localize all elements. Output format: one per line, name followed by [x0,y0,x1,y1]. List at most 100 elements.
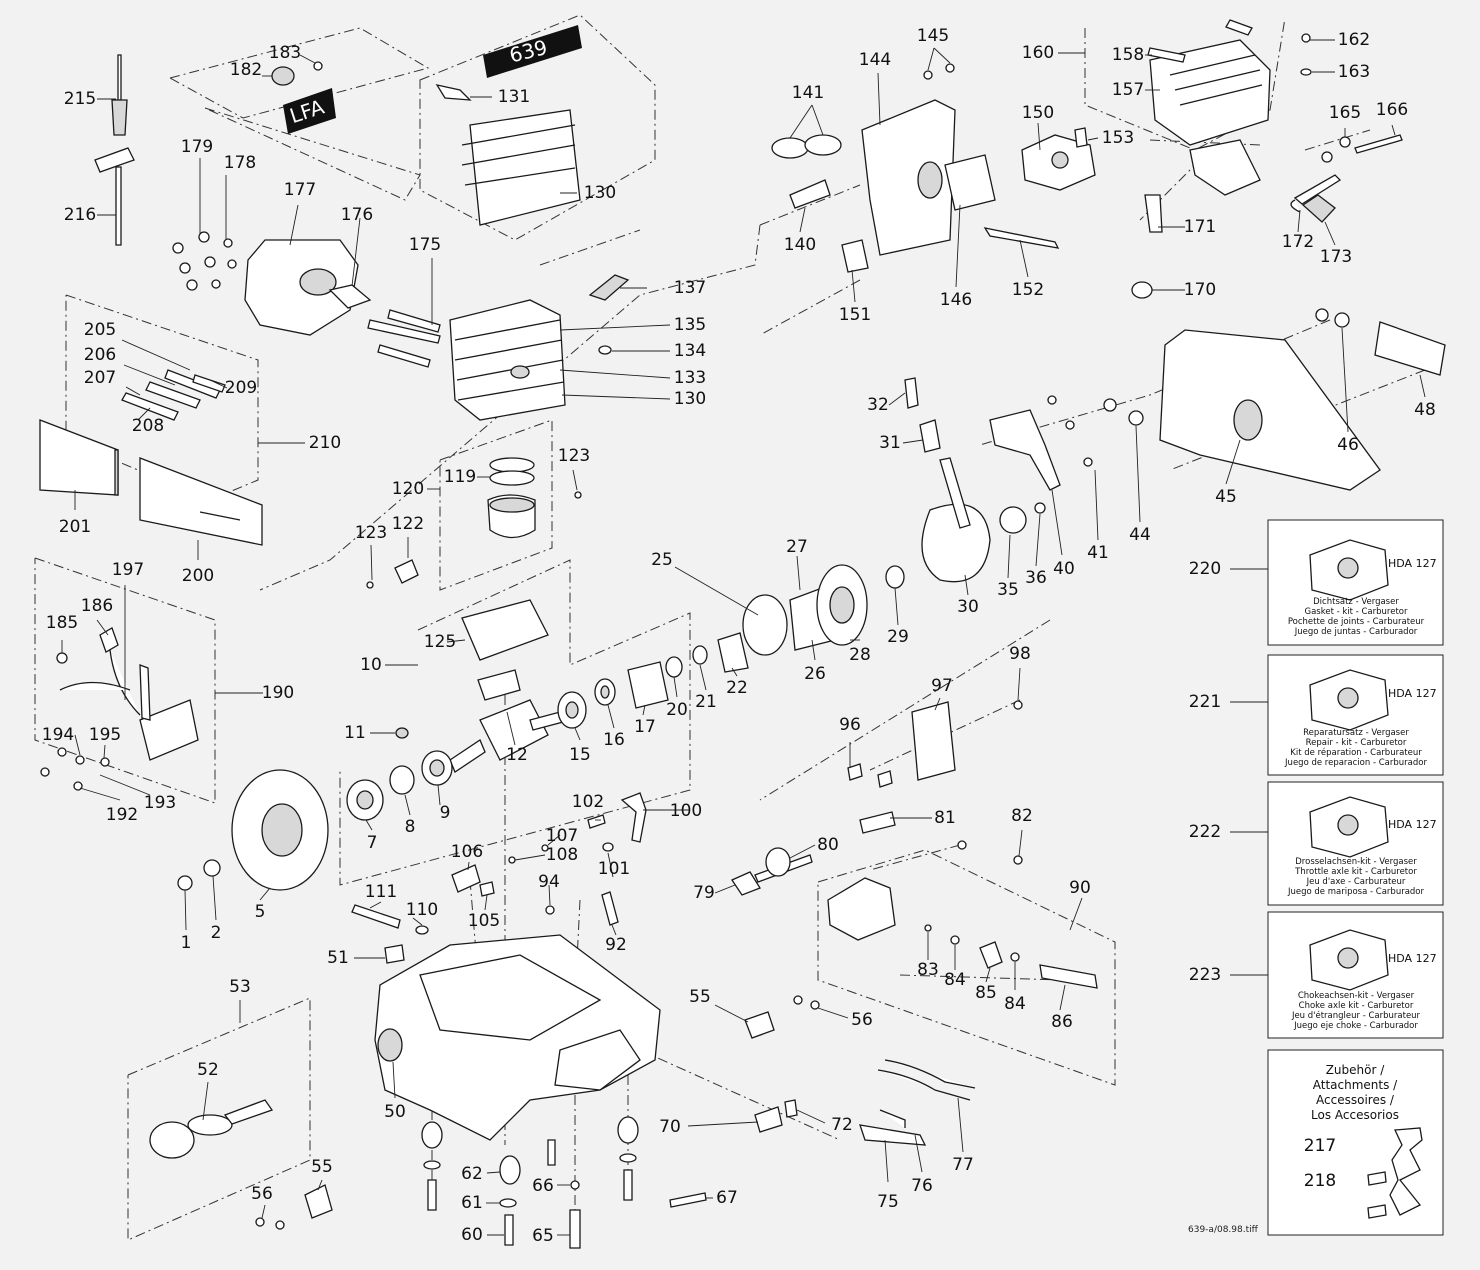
part-label-46[interactable]: 46 [1337,435,1359,455]
part-label-45[interactable]: 45 [1215,487,1237,507]
part-label-84b[interactable]: 84 [1004,994,1026,1014]
part-label-77[interactable]: 77 [952,1155,974,1175]
part-label-48[interactable]: 48 [1414,400,1436,420]
part-label-190[interactable]: 190 [262,683,294,703]
part-label-144[interactable]: 144 [859,50,891,70]
part-label-131[interactable]: 131 [498,87,530,107]
part-label-31[interactable]: 31 [879,433,901,453]
part-label-122[interactable]: 122 [392,514,424,534]
part-label-222[interactable]: 222 [1189,822,1221,842]
part-label-130a[interactable]: 130 [584,183,616,203]
part-label-152[interactable]: 152 [1012,280,1044,300]
part-label-194[interactable]: 194 [42,725,74,745]
part-label-217[interactable]: 217 [1304,1136,1336,1156]
part-label-72[interactable]: 72 [831,1115,853,1135]
kit-box-221[interactable]: HDA 127 Reparatursatz - Vergaser Repair … [1267,654,1444,776]
part-label-53[interactable]: 53 [229,977,251,997]
part-label-56b[interactable]: 56 [851,1010,873,1030]
part-label-5[interactable]: 5 [255,902,266,922]
part-label-85[interactable]: 85 [975,983,997,1003]
part-label-80[interactable]: 80 [817,835,839,855]
part-label-192[interactable]: 192 [106,805,138,825]
part-label-1[interactable]: 1 [181,933,192,953]
part-label-62[interactable]: 62 [461,1164,483,1184]
part-label-201[interactable]: 201 [59,517,91,537]
part-label-67[interactable]: 67 [716,1188,738,1208]
part-label-163[interactable]: 163 [1338,62,1370,82]
kit-box-223[interactable]: HDA 127 Chokeachsen-kit - Vergaser Choke… [1267,911,1444,1039]
part-label-84a[interactable]: 84 [944,970,966,990]
part-label-123a[interactable]: 123 [558,446,590,466]
part-label-171[interactable]: 171 [1184,217,1216,237]
part-label-9[interactable]: 9 [440,803,451,823]
part-label-209[interactable]: 209 [225,378,257,398]
part-label-100[interactable]: 100 [670,801,702,821]
kit-box-222[interactable]: HDA 127 Drosselachsen-kit - Vergaser Thr… [1267,781,1444,906]
part-label-208[interactable]: 208 [132,416,164,436]
part-label-146[interactable]: 146 [940,290,972,310]
part-label-223[interactable]: 223 [1189,965,1221,985]
part-label-197[interactable]: 197 [112,560,144,580]
part-label-179[interactable]: 179 [181,137,213,157]
part-label-110[interactable]: 110 [406,900,438,920]
part-label-16[interactable]: 16 [603,730,625,750]
part-label-206[interactable]: 206 [84,345,116,365]
part-label-82[interactable]: 82 [1011,806,1033,826]
part-label-108[interactable]: 108 [546,845,578,865]
part-label-137[interactable]: 137 [674,278,706,298]
part-label-32[interactable]: 32 [867,395,889,415]
part-label-186[interactable]: 186 [81,596,113,616]
part-label-160[interactable]: 160 [1022,43,1054,63]
part-label-150[interactable]: 150 [1022,103,1054,123]
part-label-17[interactable]: 17 [634,717,656,737]
part-label-158[interactable]: 158 [1112,45,1144,65]
part-label-97[interactable]: 97 [931,676,953,696]
part-label-215[interactable]: 215 [64,89,96,109]
part-label-92[interactable]: 92 [605,935,627,955]
part-label-27[interactable]: 27 [786,537,808,557]
part-label-111[interactable]: 111 [365,882,397,902]
part-label-141[interactable]: 141 [792,83,824,103]
part-label-86[interactable]: 86 [1051,1012,1073,1032]
part-label-60[interactable]: 60 [461,1225,483,1245]
part-label-35[interactable]: 35 [997,580,1019,600]
part-label-25[interactable]: 25 [651,550,673,570]
part-label-70[interactable]: 70 [659,1117,681,1137]
part-label-51[interactable]: 51 [327,948,349,968]
part-label-20[interactable]: 20 [666,700,688,720]
part-label-10[interactable]: 10 [360,655,382,675]
part-label-2[interactable]: 2 [211,923,222,943]
part-label-216[interactable]: 216 [64,205,96,225]
part-label-140[interactable]: 140 [784,235,816,255]
part-label-183[interactable]: 183 [269,43,301,63]
part-label-52[interactable]: 52 [197,1060,219,1080]
part-label-96[interactable]: 96 [839,715,861,735]
part-label-182[interactable]: 182 [230,60,262,80]
part-label-28[interactable]: 28 [849,645,871,665]
part-label-76[interactable]: 76 [911,1176,933,1196]
part-label-61[interactable]: 61 [461,1193,483,1213]
part-label-165[interactable]: 165 [1329,103,1361,123]
part-label-175[interactable]: 175 [409,235,441,255]
part-label-102[interactable]: 102 [572,792,604,812]
part-label-220[interactable]: 220 [1189,559,1221,579]
part-label-153[interactable]: 153 [1102,128,1134,148]
part-label-210[interactable]: 210 [309,433,341,453]
part-label-151[interactable]: 151 [839,305,871,325]
part-label-134[interactable]: 134 [674,341,706,361]
part-label-36[interactable]: 36 [1025,568,1047,588]
part-label-30[interactable]: 30 [957,597,979,617]
part-label-81[interactable]: 81 [934,808,956,828]
part-label-105[interactable]: 105 [468,911,500,931]
part-label-12[interactable]: 12 [506,745,528,765]
part-label-55a[interactable]: 55 [311,1157,333,1177]
part-label-120[interactable]: 120 [392,479,424,499]
part-label-207[interactable]: 207 [84,368,116,388]
part-label-162[interactable]: 162 [1338,30,1370,50]
part-label-170[interactable]: 170 [1184,280,1216,300]
part-label-145[interactable]: 145 [917,26,949,46]
part-label-157[interactable]: 157 [1112,80,1144,100]
part-label-176[interactable]: 176 [341,205,373,225]
part-label-66[interactable]: 66 [532,1176,554,1196]
part-label-172[interactable]: 172 [1282,232,1314,252]
